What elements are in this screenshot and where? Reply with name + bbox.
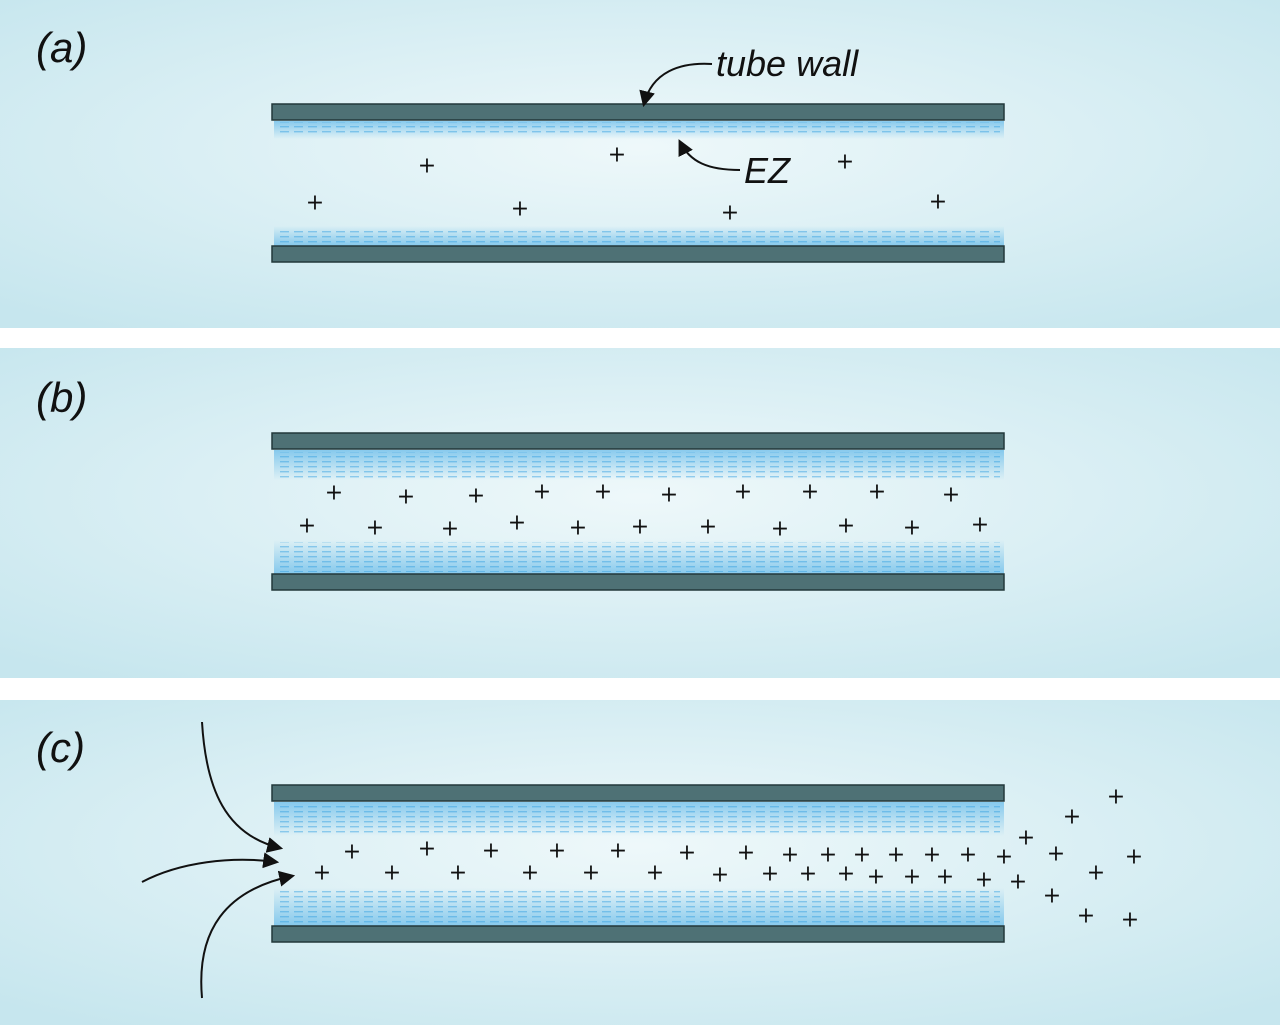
charge: + [836, 150, 854, 175]
charge: + [799, 862, 817, 887]
charge: + [936, 865, 954, 890]
charge: + [699, 515, 717, 540]
charge: + [1043, 884, 1061, 909]
charge: + [366, 516, 384, 541]
charge: + [508, 511, 526, 536]
charge: + [418, 154, 436, 179]
panel-b: (b) + + + + + + + + + + + + + + + + + + + + + [36, 374, 1005, 591]
ez-label: EZ [744, 150, 791, 191]
charge: + [594, 480, 612, 505]
charge: + [801, 480, 819, 505]
charge: + [521, 861, 539, 886]
charge: + [995, 845, 1013, 870]
charge: + [975, 868, 993, 893]
tube-wall-bottom [271, 573, 1005, 591]
charge: + [1017, 826, 1035, 851]
charge: + [837, 862, 855, 887]
tube-wall-top [271, 784, 1005, 802]
inflow-arrow-middle [141, 852, 280, 883]
charge: + [609, 839, 627, 864]
charge: + [887, 843, 905, 868]
charge: + [771, 517, 789, 542]
charge: + [1077, 904, 1095, 929]
charge: + [942, 483, 960, 508]
charge: + [608, 143, 626, 168]
charge: + [711, 863, 729, 888]
charge: + [868, 480, 886, 505]
panel-a-background [0, 0, 1280, 328]
charge: + [737, 841, 755, 866]
charge: + [548, 839, 566, 864]
charge: + [569, 516, 587, 541]
panel-c-background [0, 700, 1280, 1025]
tube-wall-bottom [271, 925, 1005, 943]
panel-a-label: (a) [36, 24, 87, 71]
charge: + [734, 480, 752, 505]
charge: + [929, 190, 947, 215]
charge: + [313, 861, 331, 886]
charge: + [397, 485, 415, 510]
charge: + [441, 517, 459, 542]
charge: + [325, 481, 343, 506]
charge: + [631, 515, 649, 540]
tube-wall-arrow [639, 62, 713, 108]
charge: + [1047, 842, 1065, 867]
tube-wall-top [271, 103, 1005, 121]
charge: + [1063, 805, 1081, 830]
charge: + [511, 197, 529, 222]
charge: + [781, 843, 799, 868]
charge: + [1009, 870, 1027, 895]
charge: + [383, 861, 401, 886]
charges-b: + + + + + + + + + + + + + + + + + + + + + [298, 480, 989, 542]
panel-a: (a) tube wall EZ + + + + + + + [36, 24, 1005, 263]
charge: + [646, 861, 664, 886]
panel-b-label: (b) [36, 374, 87, 421]
charge: + [467, 484, 485, 509]
inflow-arrow-bottom [200, 870, 296, 999]
panel-b-background [0, 348, 1280, 678]
charge: + [903, 865, 921, 890]
charge: + [721, 201, 739, 226]
charge: + [533, 480, 551, 505]
charges-c: ++++++++++++++++++++++++++++++++++++++ [313, 785, 1143, 933]
charge: + [678, 841, 696, 866]
ez-streaks-bottom [280, 228, 1000, 244]
ez-streaks-bottom [280, 542, 1000, 572]
tube-wall-bottom [271, 245, 1005, 263]
charge: + [971, 513, 989, 538]
charge: + [1087, 861, 1105, 886]
ez-streaks-bottom [280, 890, 1000, 924]
charge: + [923, 843, 941, 868]
ez-streaks-top [280, 804, 1000, 834]
panel-c-label: (c) [36, 724, 85, 771]
charge: + [343, 840, 361, 865]
charge: + [1107, 785, 1125, 810]
charge: + [1121, 908, 1139, 933]
charge: + [582, 861, 600, 886]
charge: + [837, 514, 855, 539]
charge: + [867, 865, 885, 890]
panel-c: (c) ++++++++++++++++++++++++++++++++++++… [36, 721, 1143, 999]
charge: + [298, 514, 316, 539]
charges-a: + + + + + + + [306, 143, 947, 226]
charge: + [903, 516, 921, 541]
ez-streaks-top [280, 452, 1000, 478]
charge: + [449, 861, 467, 886]
tube-wall-label: tube wall [716, 43, 859, 84]
charge: + [959, 843, 977, 868]
charge: + [306, 191, 324, 216]
charge: + [418, 837, 436, 862]
inflow-arrow-top [201, 721, 284, 853]
charge: + [853, 843, 871, 868]
ez-streaks-top [280, 122, 1000, 136]
ez-arrow [678, 139, 741, 171]
charge: + [761, 862, 779, 887]
charge: + [1125, 845, 1143, 870]
charge: + [819, 843, 837, 868]
charge: + [660, 483, 678, 508]
tube-wall-top [271, 432, 1005, 450]
charge: + [482, 839, 500, 864]
